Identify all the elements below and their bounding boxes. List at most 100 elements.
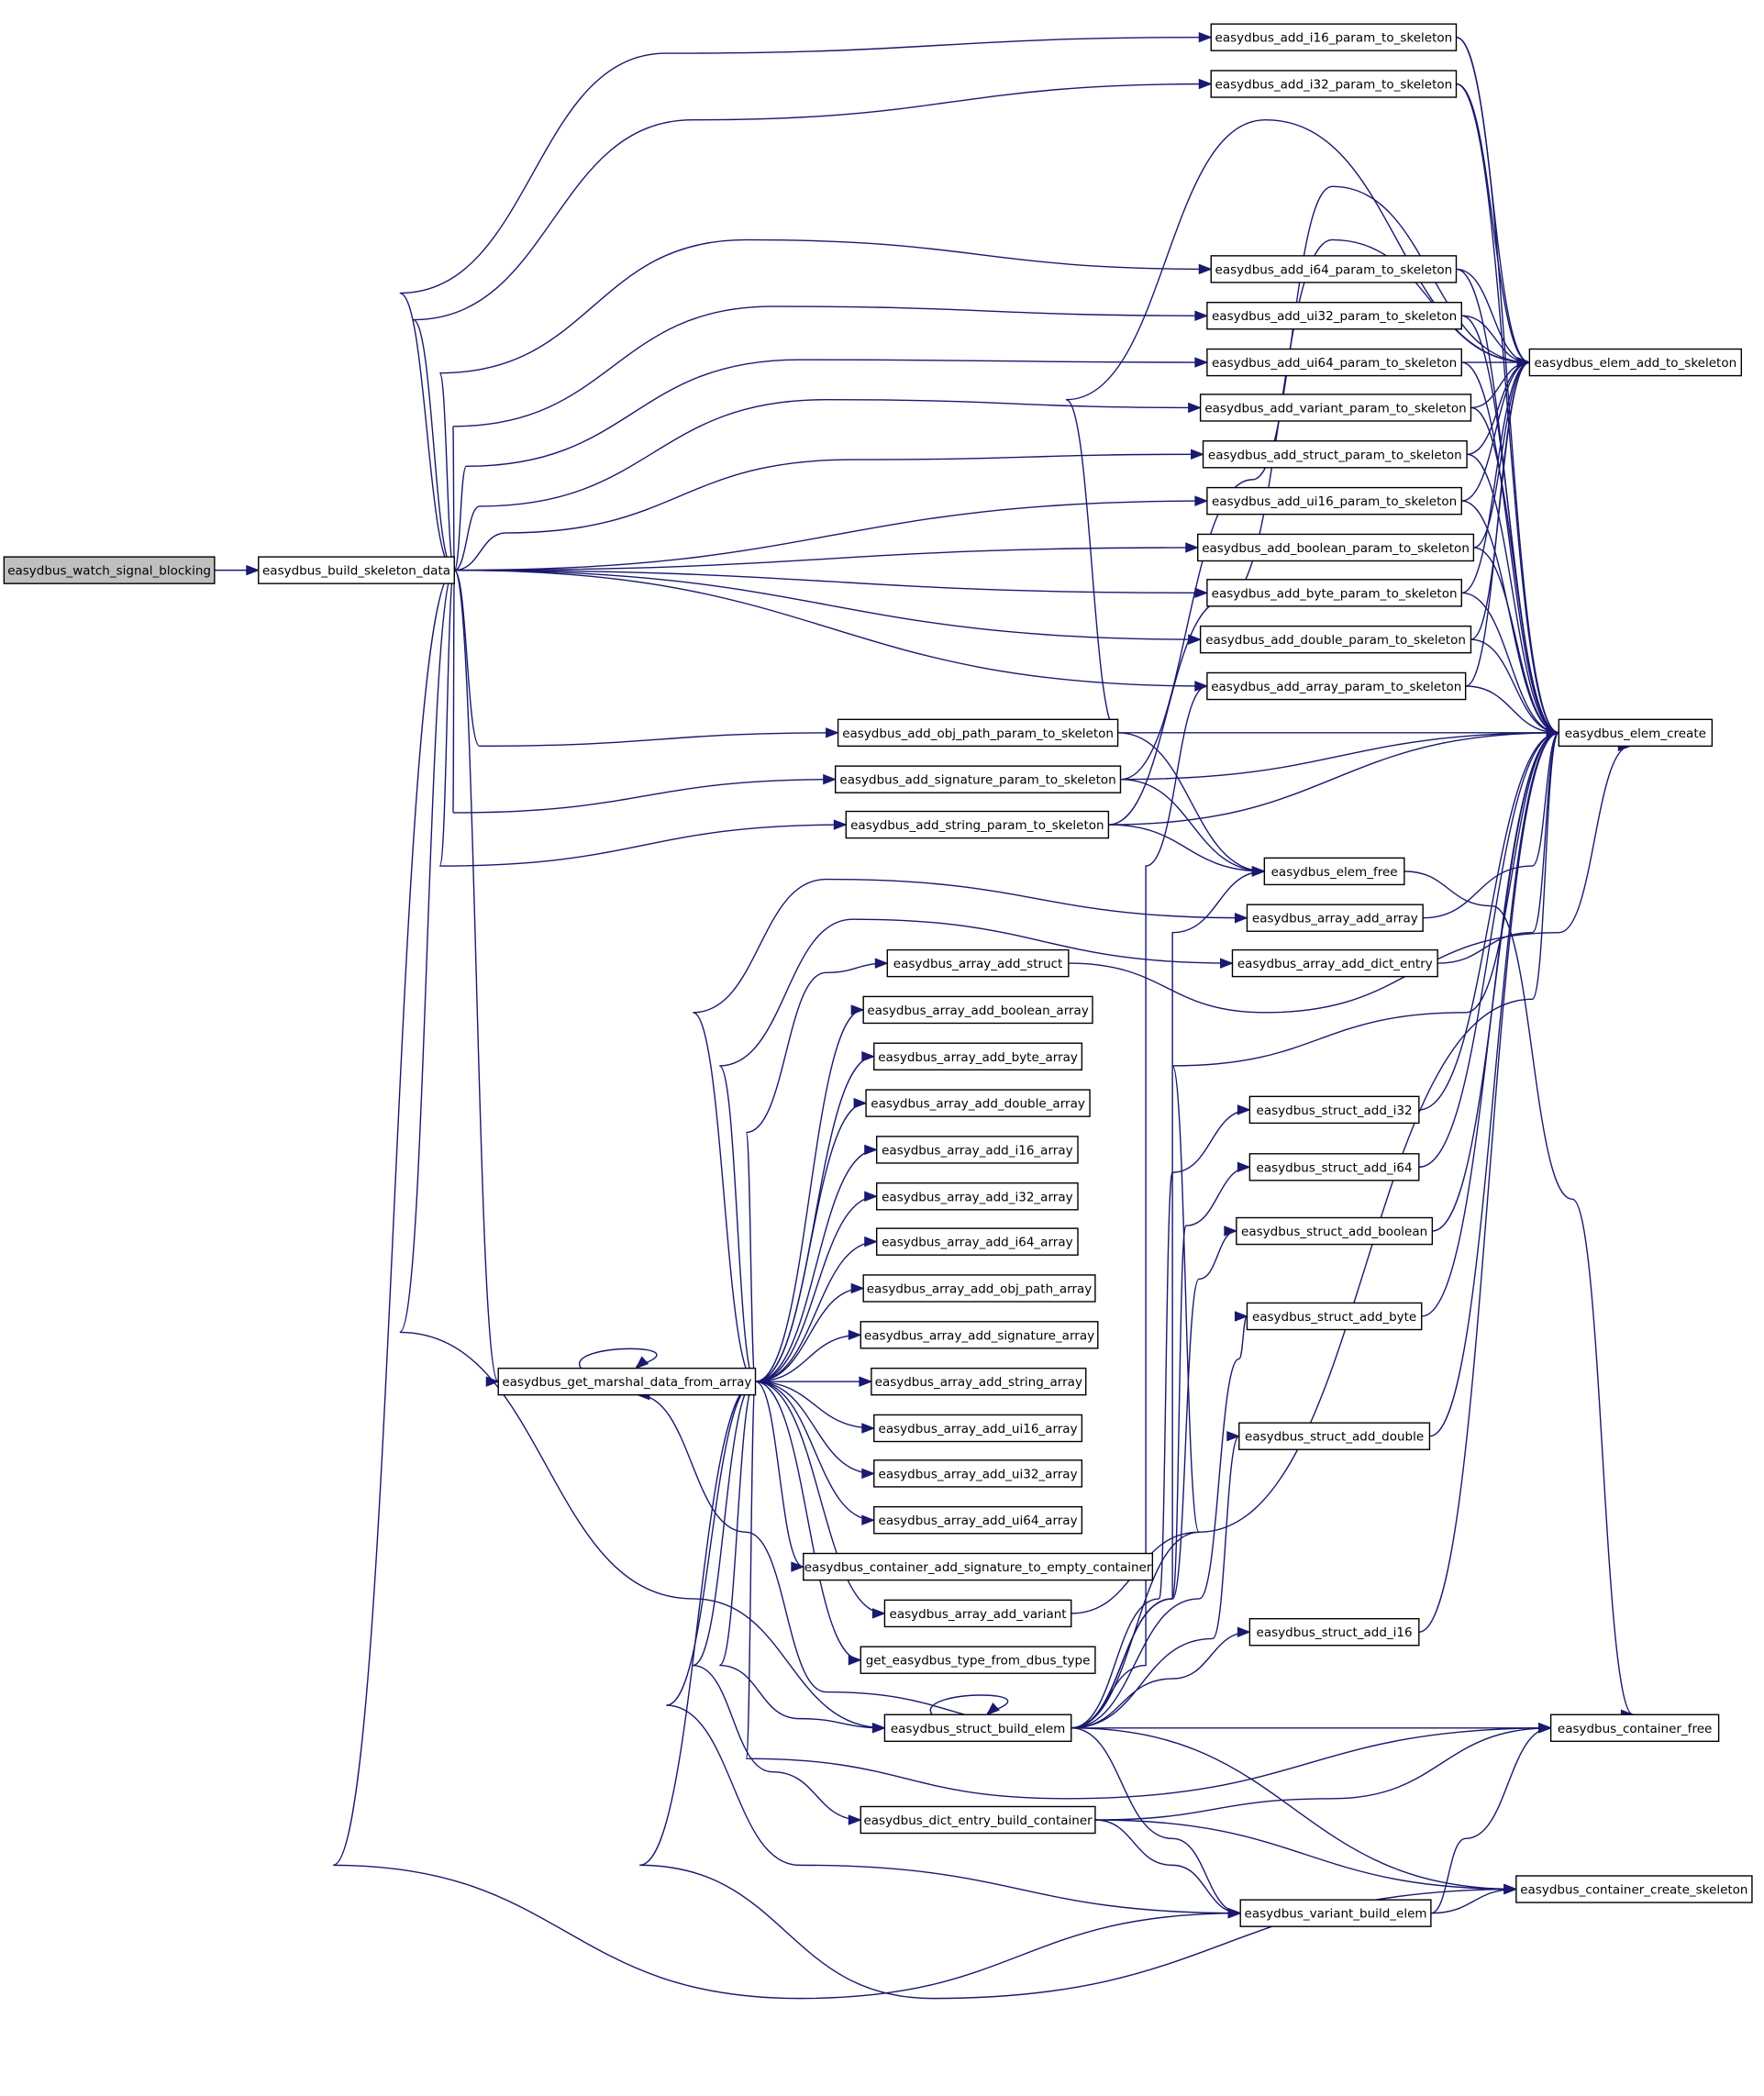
graph-node[interactable]: easydbus_array_add_array — [1246, 904, 1424, 932]
graph-node[interactable]: get_easydbus_type_from_dbus_type — [860, 1646, 1096, 1674]
node-label: easydbus_array_add_ui64_array — [879, 1514, 1078, 1528]
graph-edge — [578, 1347, 658, 1370]
edge-arrowhead — [485, 1376, 500, 1387]
graph-node[interactable]: easydbus_elem_add_to_skeleton — [1528, 348, 1743, 377]
graph-node[interactable]: easydbus_get_marshal_data_from_array — [497, 1367, 757, 1396]
graph-node[interactable]: easydbus_array_add_byte_array — [873, 1042, 1083, 1070]
graph-node[interactable]: easydbus_struct_build_elem — [883, 1713, 1072, 1743]
graph-node[interactable]: easydbus_container_create_skeleton — [1515, 1875, 1753, 1903]
edge-line — [453, 569, 499, 1382]
edge-arrowhead — [848, 1814, 862, 1825]
graph-node[interactable]: easydbus_add_signature_param_to_skeleton — [834, 765, 1122, 793]
graph-node[interactable]: easydbus_array_add_i64_array — [875, 1227, 1079, 1256]
graph-node[interactable]: easydbus_add_i16_param_to_skeleton — [1210, 23, 1458, 51]
graph-edge — [1071, 1311, 1248, 1729]
node-label: easydbus_add_obj_path_param_to_skeleton — [842, 726, 1114, 741]
graph-node[interactable]: easydbus_add_string_param_to_skeleton — [845, 810, 1110, 839]
edge-line — [755, 1009, 864, 1382]
graph-edge — [755, 1381, 876, 1434]
edge-line — [1071, 1436, 1240, 1729]
graph-node[interactable]: easydbus_struct_add_i16 — [1248, 1617, 1420, 1647]
edge-arrowhead — [826, 727, 839, 738]
graph-edge — [745, 958, 889, 1382]
node-box — [1239, 1899, 1432, 1927]
graph-node[interactable]: easydbus_array_add_ui16_array — [873, 1414, 1083, 1443]
edge-line — [1467, 453, 1559, 734]
graph-node[interactable]: easydbus_add_obj_path_param_to_skeleton — [837, 718, 1119, 748]
graph-node[interactable]: easydbus_array_add_boolean_array — [862, 995, 1093, 1025]
node-box — [883, 1599, 1072, 1628]
edge-line — [1461, 592, 1559, 734]
graph-node[interactable]: easydbus_struct_add_double — [1238, 1422, 1431, 1450]
node-box — [1246, 904, 1424, 932]
node-box — [1199, 394, 1472, 422]
graph-node[interactable]: easydbus_container_free — [1549, 1713, 1720, 1743]
node-box — [1549, 1713, 1720, 1743]
edge-arrowhead — [1234, 912, 1248, 924]
edge-line — [454, 500, 1207, 571]
graph-node[interactable]: easydbus_container_add_signature_to_empt… — [803, 1552, 1154, 1581]
graph-edge — [755, 1329, 862, 1382]
graph-node[interactable]: easydbus_struct_add_i64 — [1248, 1153, 1420, 1181]
graph-node[interactable]: easydbus_array_add_i32_array — [875, 1182, 1079, 1211]
graph-node[interactable]: easydbus_add_variant_param_to_skeleton — [1199, 394, 1472, 422]
edge-line — [693, 878, 1248, 1382]
graph-node[interactable]: easydbus_elem_free — [1263, 857, 1405, 886]
graph-edge — [452, 569, 838, 814]
edge-arrowhead — [1516, 357, 1531, 368]
graph-node[interactable]: easydbus_array_add_ui32_array — [873, 1459, 1083, 1488]
edge-line — [666, 1381, 1241, 1914]
graph-node[interactable]: easydbus_array_add_dict_entry — [1231, 948, 1438, 978]
graph-node[interactable]: easydbus_struct_add_boolean — [1236, 1216, 1434, 1246]
node-box — [1231, 948, 1438, 978]
graph-node[interactable]: easydbus_add_array_param_to_skeleton — [1206, 671, 1467, 701]
graph-node[interactable]: easydbus_array_add_ui64_array — [873, 1505, 1083, 1535]
graph-node[interactable]: easydbus_add_ui16_param_to_skeleton — [1206, 486, 1463, 516]
graph-node[interactable]: easydbus_array_add_i16_array — [875, 1136, 1079, 1164]
graph-node[interactable]: easydbus_array_add_signature_array — [860, 1321, 1099, 1349]
edge-arrowhead — [861, 1423, 876, 1434]
graph-edge — [454, 495, 1209, 571]
graph-node[interactable]: easydbus_add_ui32_param_to_skeleton — [1206, 301, 1463, 330]
node-box — [1248, 1153, 1420, 1181]
graph-node[interactable]: easydbus_add_ui64_param_to_skeleton — [1206, 348, 1463, 377]
node-box — [1248, 1617, 1420, 1647]
edge-arrowhead — [791, 1561, 805, 1572]
graph-node[interactable]: easydbus_add_double_param_to_skeleton — [1199, 625, 1472, 654]
graph-node[interactable]: easydbus_struct_add_byte — [1246, 1302, 1423, 1331]
graph-node[interactable]: easydbus_dict_entry_build_container — [860, 1805, 1096, 1835]
graph-node[interactable]: easydbus_array_add_string_array — [871, 1367, 1087, 1396]
graph-node[interactable]: easydbus_build_skeleton_data — [258, 556, 455, 584]
graph-node[interactable]: easydbus_watch_signal_blocking — [3, 556, 216, 584]
node-label: easydbus_add_array_param_to_skeleton — [1211, 680, 1461, 694]
edge-arrowhead — [833, 819, 848, 830]
edge-line — [1071, 1230, 1237, 1729]
graph-node[interactable]: easydbus_add_boolean_param_to_skeleton — [1197, 533, 1475, 562]
graph-edge — [453, 569, 500, 1387]
edge-line — [745, 1381, 1551, 1800]
graph-node[interactable]: easydbus_array_add_variant — [883, 1599, 1072, 1628]
graph-edge — [755, 1376, 873, 1387]
edge-line — [1108, 824, 1265, 872]
node-label: easydbus_array_add_obj_path_array — [867, 1281, 1093, 1296]
graph-node[interactable]: easydbus_add_i32_param_to_skeleton — [1210, 70, 1458, 98]
edge-line — [1461, 361, 1530, 594]
edge-line — [1108, 238, 1530, 826]
edge-line — [454, 453, 1204, 571]
edge-line — [639, 1381, 1516, 2000]
edge-arrowhead — [1237, 1161, 1251, 1173]
graph-node[interactable]: easydbus_add_i64_param_to_skeleton — [1210, 255, 1458, 283]
graph-node[interactable]: easydbus_elem_create — [1558, 718, 1714, 748]
graph-node[interactable]: easydbus_add_struct_param_to_skeleton — [1202, 440, 1468, 469]
graph-node[interactable]: easydbus_array_add_struct — [886, 948, 1070, 978]
graph-node[interactable]: easydbus_array_add_obj_path_array — [862, 1274, 1096, 1303]
graph-edge — [929, 1694, 1009, 1716]
graph-node[interactable]: easydbus_struct_add_i32 — [1248, 1095, 1420, 1125]
graph-node[interactable]: easydbus_add_byte_param_to_skeleton — [1206, 579, 1463, 607]
graph-node[interactable]: easydbus_variant_build_elem — [1239, 1899, 1432, 1927]
node-box — [871, 1367, 1087, 1396]
edge-arrowhead — [861, 1051, 876, 1062]
node-box — [875, 1227, 1079, 1256]
graph-node[interactable]: easydbus_array_add_double_array — [865, 1089, 1091, 1117]
